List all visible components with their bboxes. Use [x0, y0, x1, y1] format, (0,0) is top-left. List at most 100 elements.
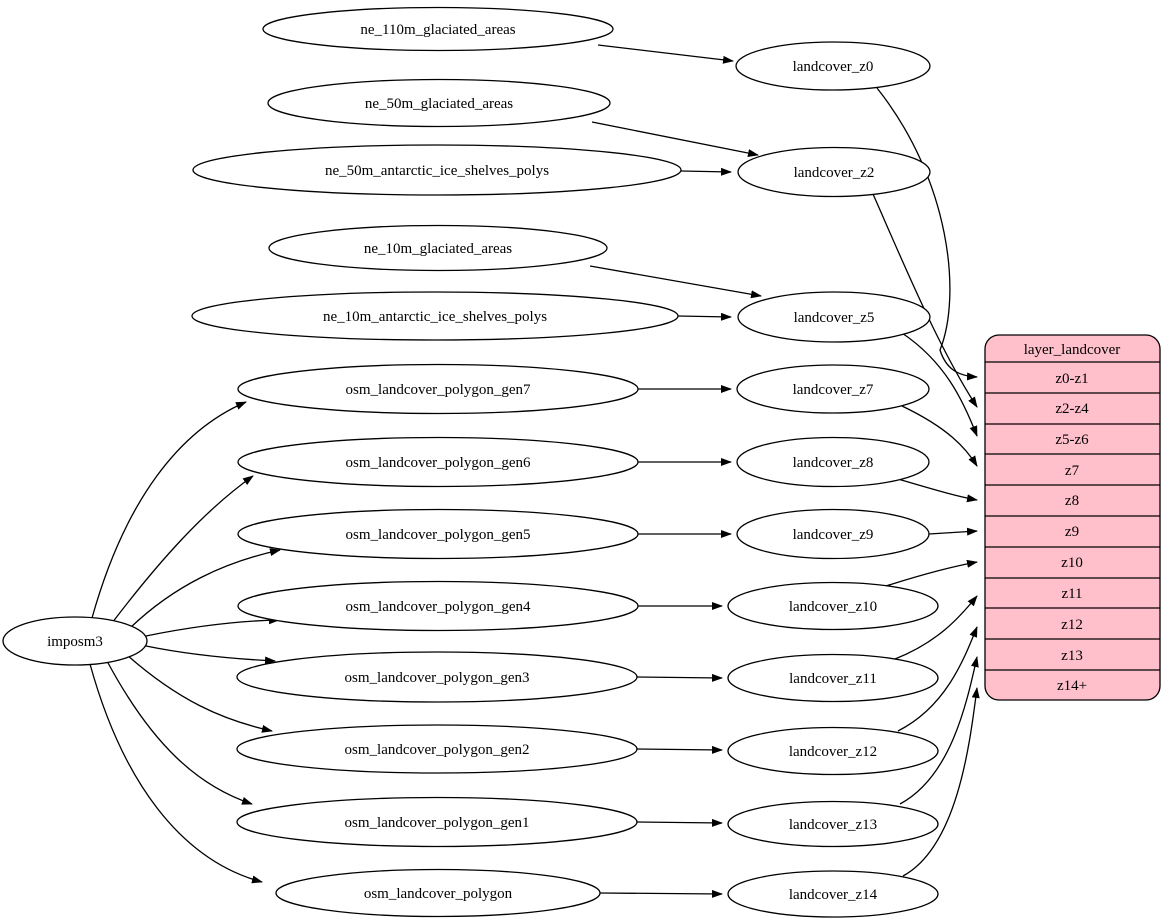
node-osm-landcover-polygon-gen3: osm_landcover_polygon_gen3 [236, 651, 638, 703]
node-shape [237, 508, 639, 560]
node-ne-10m-antarctic-ice-shelves-polys: ne_10m_antarctic_ice_shelves_polys [191, 291, 679, 341]
node-shape [237, 363, 639, 415]
edge-gen1-z13 [636, 818, 723, 827]
node-label: osm_landcover_polygon_gen6 [346, 455, 531, 471]
node-label: ne_10m_glaciated_areas [364, 241, 512, 257]
nodes: ne_110m_glaciated_areas ne_50m_glaciated… [2, 6, 939, 918]
table-row: z7 [1065, 463, 1080, 479]
edge-imposm3-polygon [89, 663, 263, 884]
edge-imposm3-gen6 [111, 475, 254, 624]
node-shape [192, 144, 682, 196]
node-shape [236, 724, 638, 774]
node-label: landcover_z9 [793, 527, 874, 543]
node-ne-50m-glaciated-areas: ne_50m_glaciated_areas [267, 78, 611, 128]
edge-z0-row [876, 87, 978, 381]
node-shape [727, 800, 939, 848]
node-shape [737, 146, 931, 198]
edge-imposm3-gen2 [126, 654, 273, 733]
node-shape [236, 796, 638, 848]
edge-z9-row [928, 527, 978, 536]
node-label: landcover_z12 [789, 744, 877, 760]
node-osm-landcover-polygon-gen6: osm_landcover_polygon_gen6 [237, 436, 639, 488]
node-label: landcover_z5 [794, 310, 875, 326]
node-shape [736, 508, 930, 560]
edge-gen2-z12 [636, 745, 723, 754]
node-label: landcover_z2 [794, 165, 875, 181]
node-landcover-z12: landcover_z12 [727, 726, 939, 776]
node-shape [727, 870, 939, 918]
edge-z13-row [899, 656, 979, 805]
layer-landcover-table: layer_landcover z0-z1 z2-z4 z5-z6 z7 z8 … [984, 334, 1161, 701]
node-shape [2, 616, 148, 666]
edge-z8-row [897, 478, 978, 503]
node-ne-110m-glaciated-areas: ne_110m_glaciated_areas [262, 6, 614, 52]
node-imposm3: imposm3 [2, 616, 148, 666]
node-label: landcover_z10 [789, 599, 877, 615]
node-label: osm_landcover_polygon_gen4 [346, 599, 531, 615]
edge-z14-row [902, 687, 980, 877]
node-label: landcover_z13 [789, 817, 877, 833]
node-shape [727, 726, 939, 776]
edge-imposm3-gen5 [129, 548, 281, 629]
table-title: layer_landcover [1024, 342, 1121, 358]
node-ne-10m-glaciated-areas: ne_10m_glaciated_areas [268, 224, 608, 272]
node-osm-landcover-polygon-gen4: osm_landcover_polygon_gen4 [237, 580, 639, 632]
node-landcover-z0: landcover_z0 [735, 41, 931, 91]
node-shape [262, 6, 614, 52]
node-label: osm_landcover_polygon_gen1 [345, 815, 530, 831]
node-shape [236, 651, 638, 703]
table-row: z10 [1061, 555, 1083, 571]
node-label: landcover_z8 [793, 455, 874, 471]
node-label: osm_landcover_polygon_gen2 [345, 742, 530, 758]
edge-imposm3-gen7 [91, 401, 247, 619]
node-shape [736, 364, 930, 414]
edge-z7-row [901, 405, 978, 467]
edge-z10-row [885, 559, 978, 587]
node-landcover-z5: landcover_z5 [737, 291, 931, 343]
node-label: ne_50m_glaciated_areas [365, 96, 513, 112]
table-row: z0-z1 [1055, 371, 1088, 387]
node-shape [268, 224, 608, 272]
node-shape [237, 580, 639, 632]
edges [89, 44, 980, 898]
node-shape [727, 581, 939, 631]
node-osm-landcover-polygon-gen7: osm_landcover_polygon_gen7 [237, 363, 639, 415]
table-row: z13 [1061, 648, 1083, 664]
table-row: z11 [1061, 586, 1082, 602]
node-shape [727, 653, 939, 703]
node-landcover-z14: landcover_z14 [727, 870, 939, 918]
node-shape [237, 436, 639, 488]
table-outline [984, 334, 1161, 701]
node-label: imposm3 [47, 634, 103, 650]
node-label: landcover_z14 [789, 887, 878, 903]
node-landcover-z7: landcover_z7 [736, 364, 930, 414]
node-label: osm_landcover_polygon_gen5 [346, 527, 531, 543]
edge-z11-row [894, 595, 978, 660]
node-label: ne_10m_antarctic_ice_shelves_polys [323, 309, 547, 325]
node-landcover-z10: landcover_z10 [727, 581, 939, 631]
edge-imposm3-gen1 [106, 660, 253, 805]
node-label: landcover_z0 [793, 59, 874, 75]
node-landcover-z11: landcover_z11 [727, 653, 939, 703]
edge-imposm3-gen4 [145, 616, 280, 637]
table-row: z12 [1061, 617, 1083, 633]
edge-z12-row [897, 626, 978, 732]
node-osm-landcover-polygon-gen5: osm_landcover_polygon_gen5 [237, 508, 639, 560]
edge-ne50m-ant-z2 [680, 167, 732, 176]
node-label: ne_110m_glaciated_areas [360, 22, 515, 38]
node-label: landcover_z11 [789, 671, 877, 687]
node-label: osm_landcover_polygon [364, 886, 513, 902]
node-landcover-z13: landcover_z13 [727, 800, 939, 848]
node-shape [736, 436, 930, 488]
node-label: osm_landcover_polygon_gen7 [346, 382, 531, 398]
edge-ne10m-z5 [589, 265, 762, 299]
table-row: z14+ [1057, 678, 1087, 694]
node-shape [735, 41, 931, 91]
table-row: z5-z6 [1055, 432, 1089, 448]
node-landcover-z8: landcover_z8 [736, 436, 930, 488]
node-osm-landcover-polygon-gen1: osm_landcover_polygon_gen1 [236, 796, 638, 848]
node-osm-landcover-polygon: osm_landcover_polygon [275, 868, 601, 918]
node-shape [275, 868, 601, 918]
